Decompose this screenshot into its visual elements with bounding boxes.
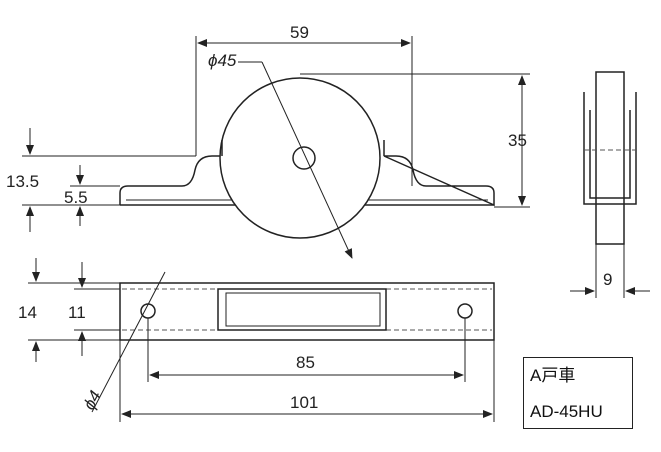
dim-11-label: 11 — [68, 303, 86, 322]
wheel-slot-outer — [217, 288, 387, 331]
dim-9-label: 9 — [603, 270, 612, 289]
dim-35-label: 35 — [508, 131, 527, 150]
base-plate-outline — [119, 155, 495, 207]
wheel-diameter-label: ϕ45 — [208, 51, 237, 70]
hole-right — [457, 303, 473, 319]
product-name: A戸車 — [530, 366, 576, 385]
dim-14-label: 14 — [18, 303, 37, 322]
dim-101-label: 101 — [290, 393, 318, 412]
product-model: AD-45HU — [530, 402, 603, 421]
side-view: 9 — [570, 71, 650, 298]
dim-59-label: 59 — [290, 23, 309, 42]
wheel-slot-inner — [225, 292, 381, 327]
hole-diameter-label: ϕ4 — [79, 387, 105, 413]
bottom-plate — [119, 282, 495, 341]
wheel-diameter-leader — [261, 61, 353, 259]
dim-5-5-label: 5.5 — [64, 188, 88, 207]
axle-hole — [292, 146, 316, 170]
side-bracket-outer — [583, 92, 637, 205]
dim-13-5-label: 13.5 — [6, 172, 39, 191]
dim-85-label: 85 — [296, 353, 315, 372]
side-bracket-inner — [589, 110, 631, 199]
hole-diameter-leader — [91, 271, 166, 413]
hole-left — [140, 303, 156, 319]
bottom-view: 14 11 ϕ4 85 101 — [18, 258, 495, 422]
product-label-box: A戸車 AD-45HU — [523, 357, 633, 429]
front-view: ϕ45 59 35 13.5 5.5 — [6, 23, 530, 259]
side-wheel — [595, 71, 625, 245]
